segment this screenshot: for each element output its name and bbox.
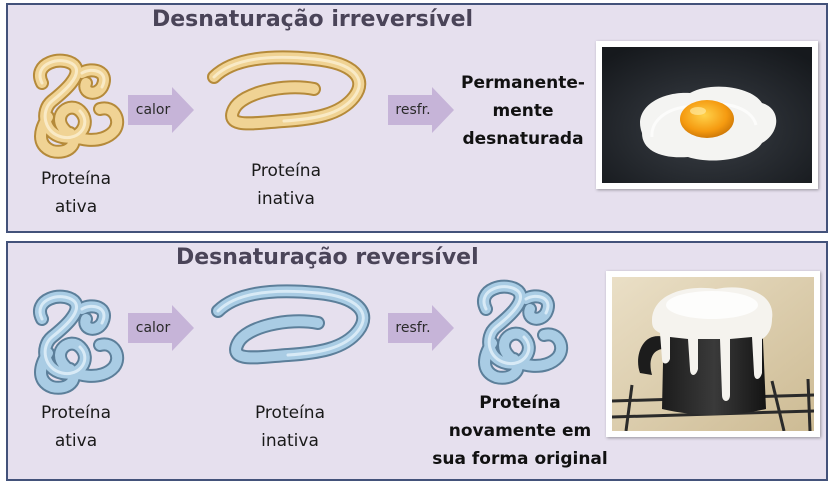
inactive-protein-caption-reversible: Proteína inativa: [254, 403, 325, 451]
refolded-protein-caption: Proteína novamente em sua forma original: [432, 393, 608, 469]
cooling-label: resfr.: [395, 102, 431, 118]
cooling-label-reversible: resfr.: [395, 320, 431, 336]
heat-label-reversible: calor: [135, 320, 171, 336]
fried-egg-photo: [596, 41, 818, 189]
boiling-milk-image: [611, 277, 815, 432]
cooling-arrow: resfr.: [388, 87, 454, 133]
inactive-protein-yellow: [207, 50, 367, 131]
cooling-arrow-reversible: resfr.: [388, 305, 454, 351]
heat-arrow-reversible: calor: [128, 305, 194, 351]
refolded-protein-blue: [477, 279, 569, 385]
permanently-denatured-label: Permanente- mente desnaturada: [460, 73, 585, 149]
heat-arrow: calor: [128, 87, 194, 133]
active-protein-caption-reversible: Proteína ativa: [40, 403, 111, 451]
irreversible-title: Desnaturação irreversível: [152, 7, 474, 32]
active-protein-blue: [33, 289, 125, 395]
reversible-title: Desnaturação reversível: [176, 245, 479, 270]
boiling-milk-photo: [606, 271, 820, 437]
active-protein-yellow: [33, 53, 125, 159]
fried-egg-image: [602, 47, 812, 183]
inactive-protein-blue: [211, 284, 371, 365]
reversible-panel: Desnaturação reversível Proteína ativa c…: [6, 241, 828, 481]
inactive-protein-caption: Proteína inativa: [250, 161, 321, 209]
active-protein-caption: Proteína ativa: [40, 169, 111, 217]
irreversible-panel: Desnaturação irreversível Proteína ativa…: [6, 3, 828, 233]
heat-label: calor: [135, 102, 171, 118]
